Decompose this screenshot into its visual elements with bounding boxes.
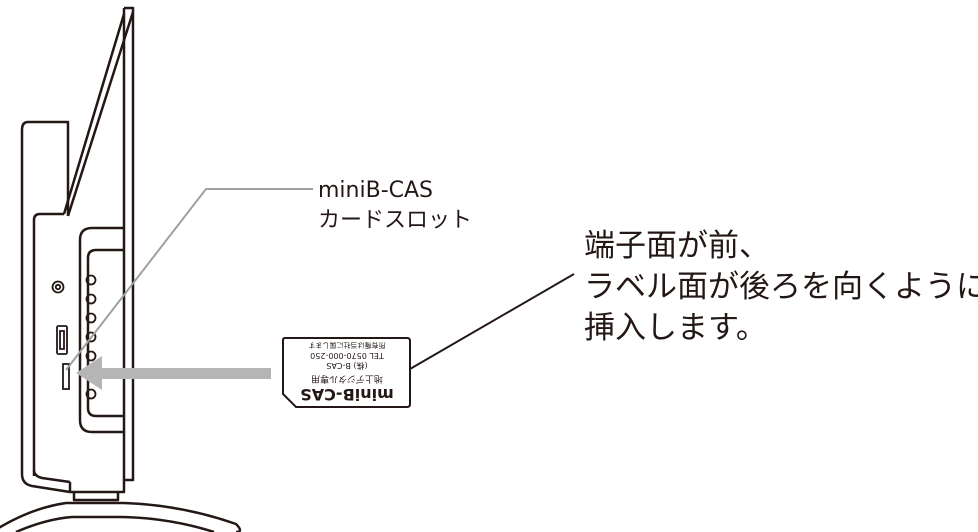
callout-line: ラベル面が後ろを向くように [584, 269, 978, 305]
side-button [85, 312, 97, 324]
minib-cas-card-slot [62, 363, 70, 390]
slot-leader-line [65, 188, 313, 371]
callout-line: 端子面が前、 [584, 228, 770, 264]
insert-instruction-callout: 端子面が前、 ラベル面が後ろを向くように 挿入します。 [584, 226, 978, 349]
tv-stand [0, 492, 242, 532]
side-button [85, 350, 97, 362]
card-service: 地上デジタル専用 [311, 373, 383, 385]
card-brand: miniB-CAS [300, 385, 394, 404]
minib-cas-card: miniB-CAS 地上デジタル専用 (株) B-CAS TEL 0570-00… [282, 337, 411, 408]
card-tel: TEL 0570-000-250 [310, 351, 385, 360]
side-button [85, 331, 97, 343]
instruction-leader-line [409, 273, 575, 370]
usb-port [56, 325, 68, 355]
card-notice: 所有権は当社に属します [309, 341, 386, 350]
side-button [85, 388, 97, 400]
card-slot-callout: miniB-CAS カードスロット [318, 176, 472, 236]
tv-panel-outline [20, 6, 135, 494]
side-button [85, 274, 97, 286]
headphone-jack [51, 280, 65, 294]
callout-line: カードスロット [318, 208, 473, 233]
side-button [85, 293, 97, 305]
callout-line: miniB-CAS [318, 178, 434, 203]
insert-arrow [76, 356, 271, 390]
callout-line: 挿入します。 [584, 310, 767, 346]
side-terminals [51, 274, 97, 400]
card-issuer: (株) B-CAS [326, 361, 367, 371]
